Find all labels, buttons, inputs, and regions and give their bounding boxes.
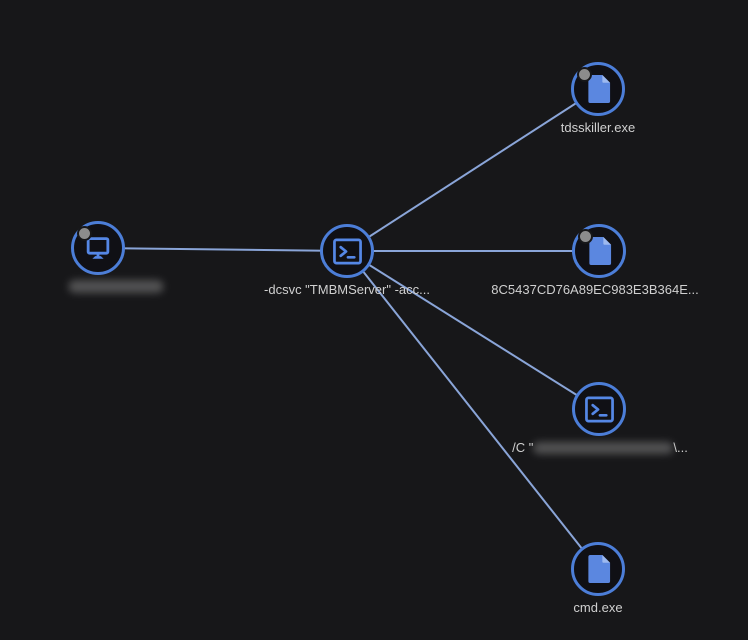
node-child-process-circle[interactable]	[572, 382, 626, 436]
redacted-text	[533, 442, 674, 454]
node-tdsskiller-circle[interactable]	[571, 62, 625, 116]
edge-host-main-process	[97, 247, 348, 252]
terminal-icon	[332, 237, 363, 266]
status-dot	[577, 67, 592, 82]
edge-main-process-tdsskiller	[346, 88, 599, 252]
status-dot	[77, 226, 92, 241]
label-text: \...	[673, 440, 688, 455]
terminal-icon	[584, 395, 615, 424]
redacted-text	[68, 280, 164, 293]
label-text: tdsskiller.exe	[560, 120, 636, 135]
label-text: -dcsvc "TMBMServer" -acc...	[264, 282, 430, 297]
node-cmd-label: cmd.exe	[573, 600, 622, 616]
node-child-process-label: /C " \...	[512, 440, 688, 456]
status-dot	[578, 229, 593, 244]
node-hash-file-circle[interactable]	[572, 224, 626, 278]
node-main-process-label: -dcsvc "TMBMServer" -acc...	[264, 282, 430, 298]
file-icon	[586, 236, 613, 267]
file-icon	[585, 74, 612, 105]
file-icon	[585, 554, 612, 585]
node-cmd-circle[interactable]	[571, 542, 625, 596]
label-text: cmd.exe	[573, 600, 623, 615]
node-tdsskiller-label: tdsskiller.exe	[561, 120, 635, 136]
label-text: 8C5437CD76A89EC983E3B364E...	[491, 282, 699, 297]
label-text: /C "	[512, 440, 534, 455]
monitor-icon	[83, 233, 113, 263]
edge-main-process-cmd	[346, 250, 599, 570]
edge-main-process-child-process	[346, 250, 600, 410]
node-main-process-circle[interactable]	[320, 224, 374, 278]
node-host-label	[68, 279, 164, 295]
node-host-circle[interactable]	[71, 221, 125, 275]
node-hash-file-label: 8C5437CD76A89EC983E3B364E...	[491, 282, 698, 298]
